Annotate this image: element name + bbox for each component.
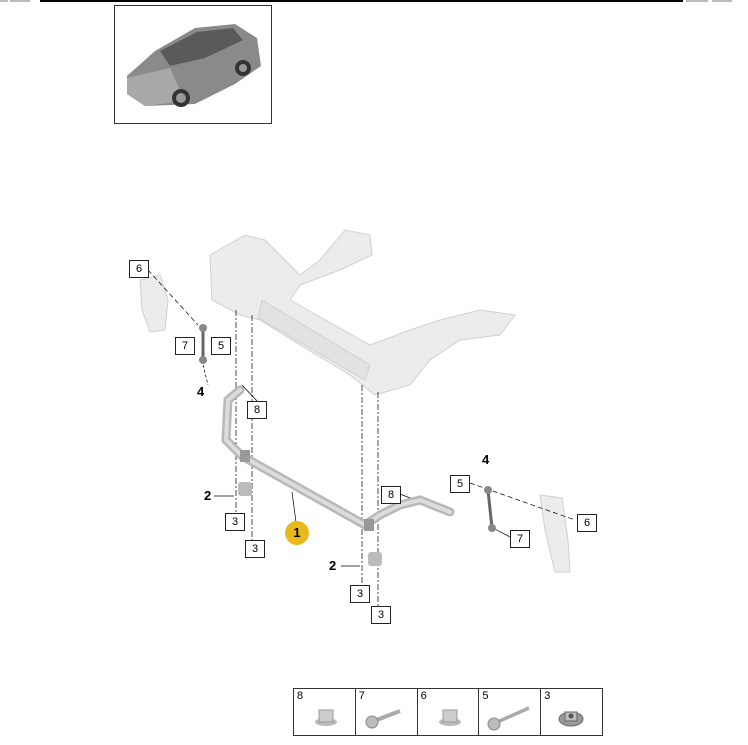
callout-1-main-part[interactable]: 1	[285, 521, 309, 545]
drop-links	[201, 328, 494, 529]
top-rule-segment	[0, 0, 8, 2]
leader-lines	[147, 269, 576, 612]
callout-3[interactable]: 3	[225, 513, 245, 531]
part-number: 5	[482, 690, 489, 702]
callout-8[interactable]: 8	[247, 401, 267, 419]
top-rule-segment	[10, 0, 30, 2]
callout-5[interactable]: 5	[450, 475, 470, 493]
long-bolt-icon	[487, 706, 531, 731]
callout-7[interactable]: 7	[510, 530, 530, 548]
flange-nut-icon	[438, 709, 461, 726]
callout-5[interactable]: 5	[211, 337, 231, 355]
callout-7[interactable]: 7	[175, 337, 195, 355]
callout-3[interactable]: 3	[371, 606, 391, 624]
callout-3[interactable]: 3	[245, 540, 265, 558]
part-cell-3[interactable]: 3	[541, 689, 602, 735]
flange-nut-icon	[315, 709, 337, 726]
part-number: 6	[420, 690, 427, 702]
callout-4[interactable]: 4	[482, 452, 490, 467]
callout-2[interactable]: 2	[204, 488, 212, 503]
part-cell-8[interactable]: 8	[294, 689, 356, 735]
callout-6[interactable]: 6	[577, 514, 597, 532]
car-icon	[127, 24, 261, 107]
callout-3[interactable]: 3	[350, 585, 370, 603]
top-rule-segment	[712, 0, 732, 2]
callout-8[interactable]: 8	[381, 486, 401, 504]
stabilizer-diagram	[139, 229, 576, 612]
top-rule-segment	[686, 0, 708, 2]
part-cell-7[interactable]: 7	[356, 689, 418, 735]
part-cell-5[interactable]: 5	[479, 689, 542, 735]
vehicle-thumbnail[interactable]	[114, 5, 272, 124]
subframe	[139, 229, 571, 573]
bolt-icon	[365, 709, 401, 729]
callout-6[interactable]: 6	[129, 260, 149, 278]
part-number: 7	[358, 690, 365, 702]
callout-4[interactable]: 4	[197, 384, 205, 399]
top-rule	[40, 0, 683, 2]
bushings	[199, 324, 496, 566]
part-number: 3	[544, 690, 551, 702]
callout-2[interactable]: 2	[329, 558, 337, 573]
square-nut-icon	[558, 711, 584, 727]
part-number: 8	[297, 690, 304, 702]
part-cell-6[interactable]: 6	[418, 689, 480, 735]
parts-table: 8 7 6 5 3	[293, 688, 603, 736]
